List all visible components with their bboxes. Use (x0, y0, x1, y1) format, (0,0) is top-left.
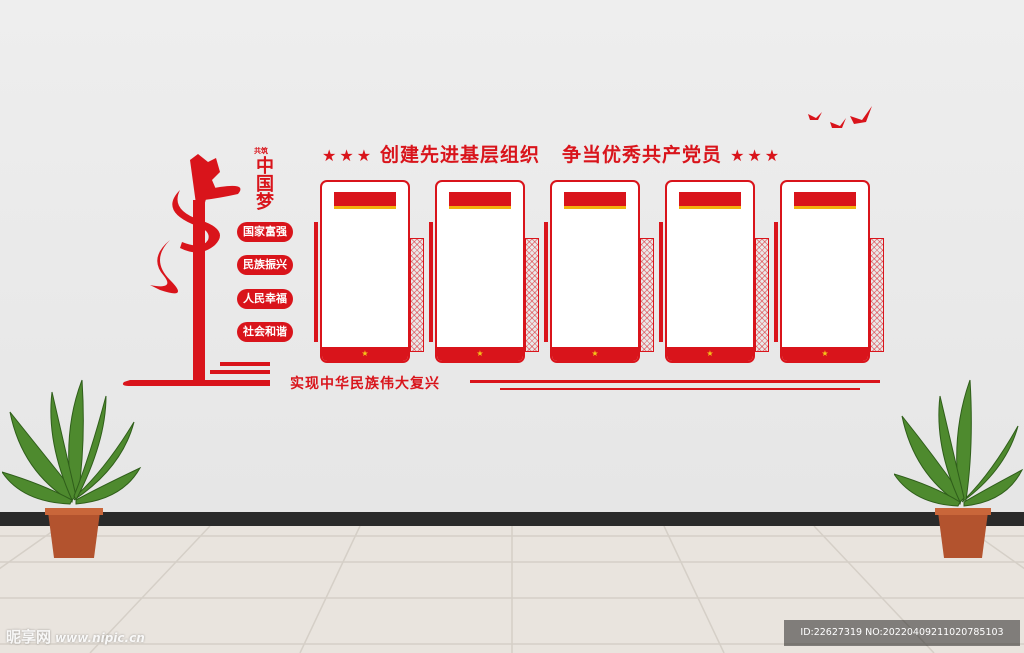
panel-lattice (870, 238, 884, 352)
display-panel: ★ (544, 180, 654, 363)
panel-side-bar (659, 222, 663, 342)
china-dream-emblem: 共筑 中国梦 (253, 146, 274, 210)
panel-side-bar (429, 222, 433, 342)
potted-plant-right (894, 379, 1024, 558)
panel-side-bar (774, 222, 778, 342)
tiled-floor (0, 526, 1024, 653)
watermark-url: www.nipic.cn (55, 631, 145, 645)
panel-lattice (525, 238, 539, 352)
bottom-slogan: 实现中华民族伟大复兴 (290, 376, 440, 392)
panel-footer-star: ★ (782, 347, 868, 361)
watermark-site: 昵享网 (6, 628, 52, 646)
slogan-pill: 国家富强 (237, 222, 293, 242)
panel-footer-star: ★ (552, 347, 638, 361)
headline: ★★★ 创建先进基层组织争当优秀共产党员 ★★★ (322, 140, 862, 168)
panel-header-bar (564, 192, 626, 209)
display-panel: ★ (774, 180, 884, 363)
headline-stars-right: ★★★ (730, 146, 783, 165)
panel-header-bar (334, 192, 396, 209)
panel-header-bar (794, 192, 856, 209)
emblem-big-text: 中国梦 (253, 156, 274, 210)
display-panel: ★ (314, 180, 424, 363)
flying-birds-icon (808, 106, 872, 128)
panel-lattice (640, 238, 654, 352)
baseboard (0, 512, 1024, 526)
panel-footer-star: ★ (322, 347, 408, 361)
display-panel: ★ (659, 180, 769, 363)
huabiao-column-decoration (122, 154, 270, 386)
panel-header-bar (449, 192, 511, 209)
panel-side-bar (544, 222, 548, 342)
panel-header-bar (679, 192, 741, 209)
panel-side-bar (314, 222, 318, 342)
image-id-bar: ID:22627319 NO:20220409211020785103 (784, 620, 1020, 646)
panel-lattice (410, 238, 424, 352)
headline-text-left: 创建先进基层组织 (380, 144, 541, 166)
headline-text-right: 争当优秀共产党员 (562, 144, 723, 166)
panel-footer-star: ★ (437, 347, 523, 361)
headline-stars-left: ★★★ (322, 146, 375, 165)
divider-line (470, 380, 880, 383)
slogan-pill: 民族振兴 (237, 255, 293, 275)
emblem-small-text: 共筑 (254, 147, 268, 155)
panel-footer-star: ★ (667, 347, 753, 361)
slogan-pill: 人民幸福 (237, 289, 293, 309)
divider-line (500, 388, 860, 390)
display-panel: ★ (429, 180, 539, 363)
slogan-pill: 社会和谐 (237, 322, 293, 342)
panel-lattice (755, 238, 769, 352)
potted-plant-left (2, 379, 142, 558)
